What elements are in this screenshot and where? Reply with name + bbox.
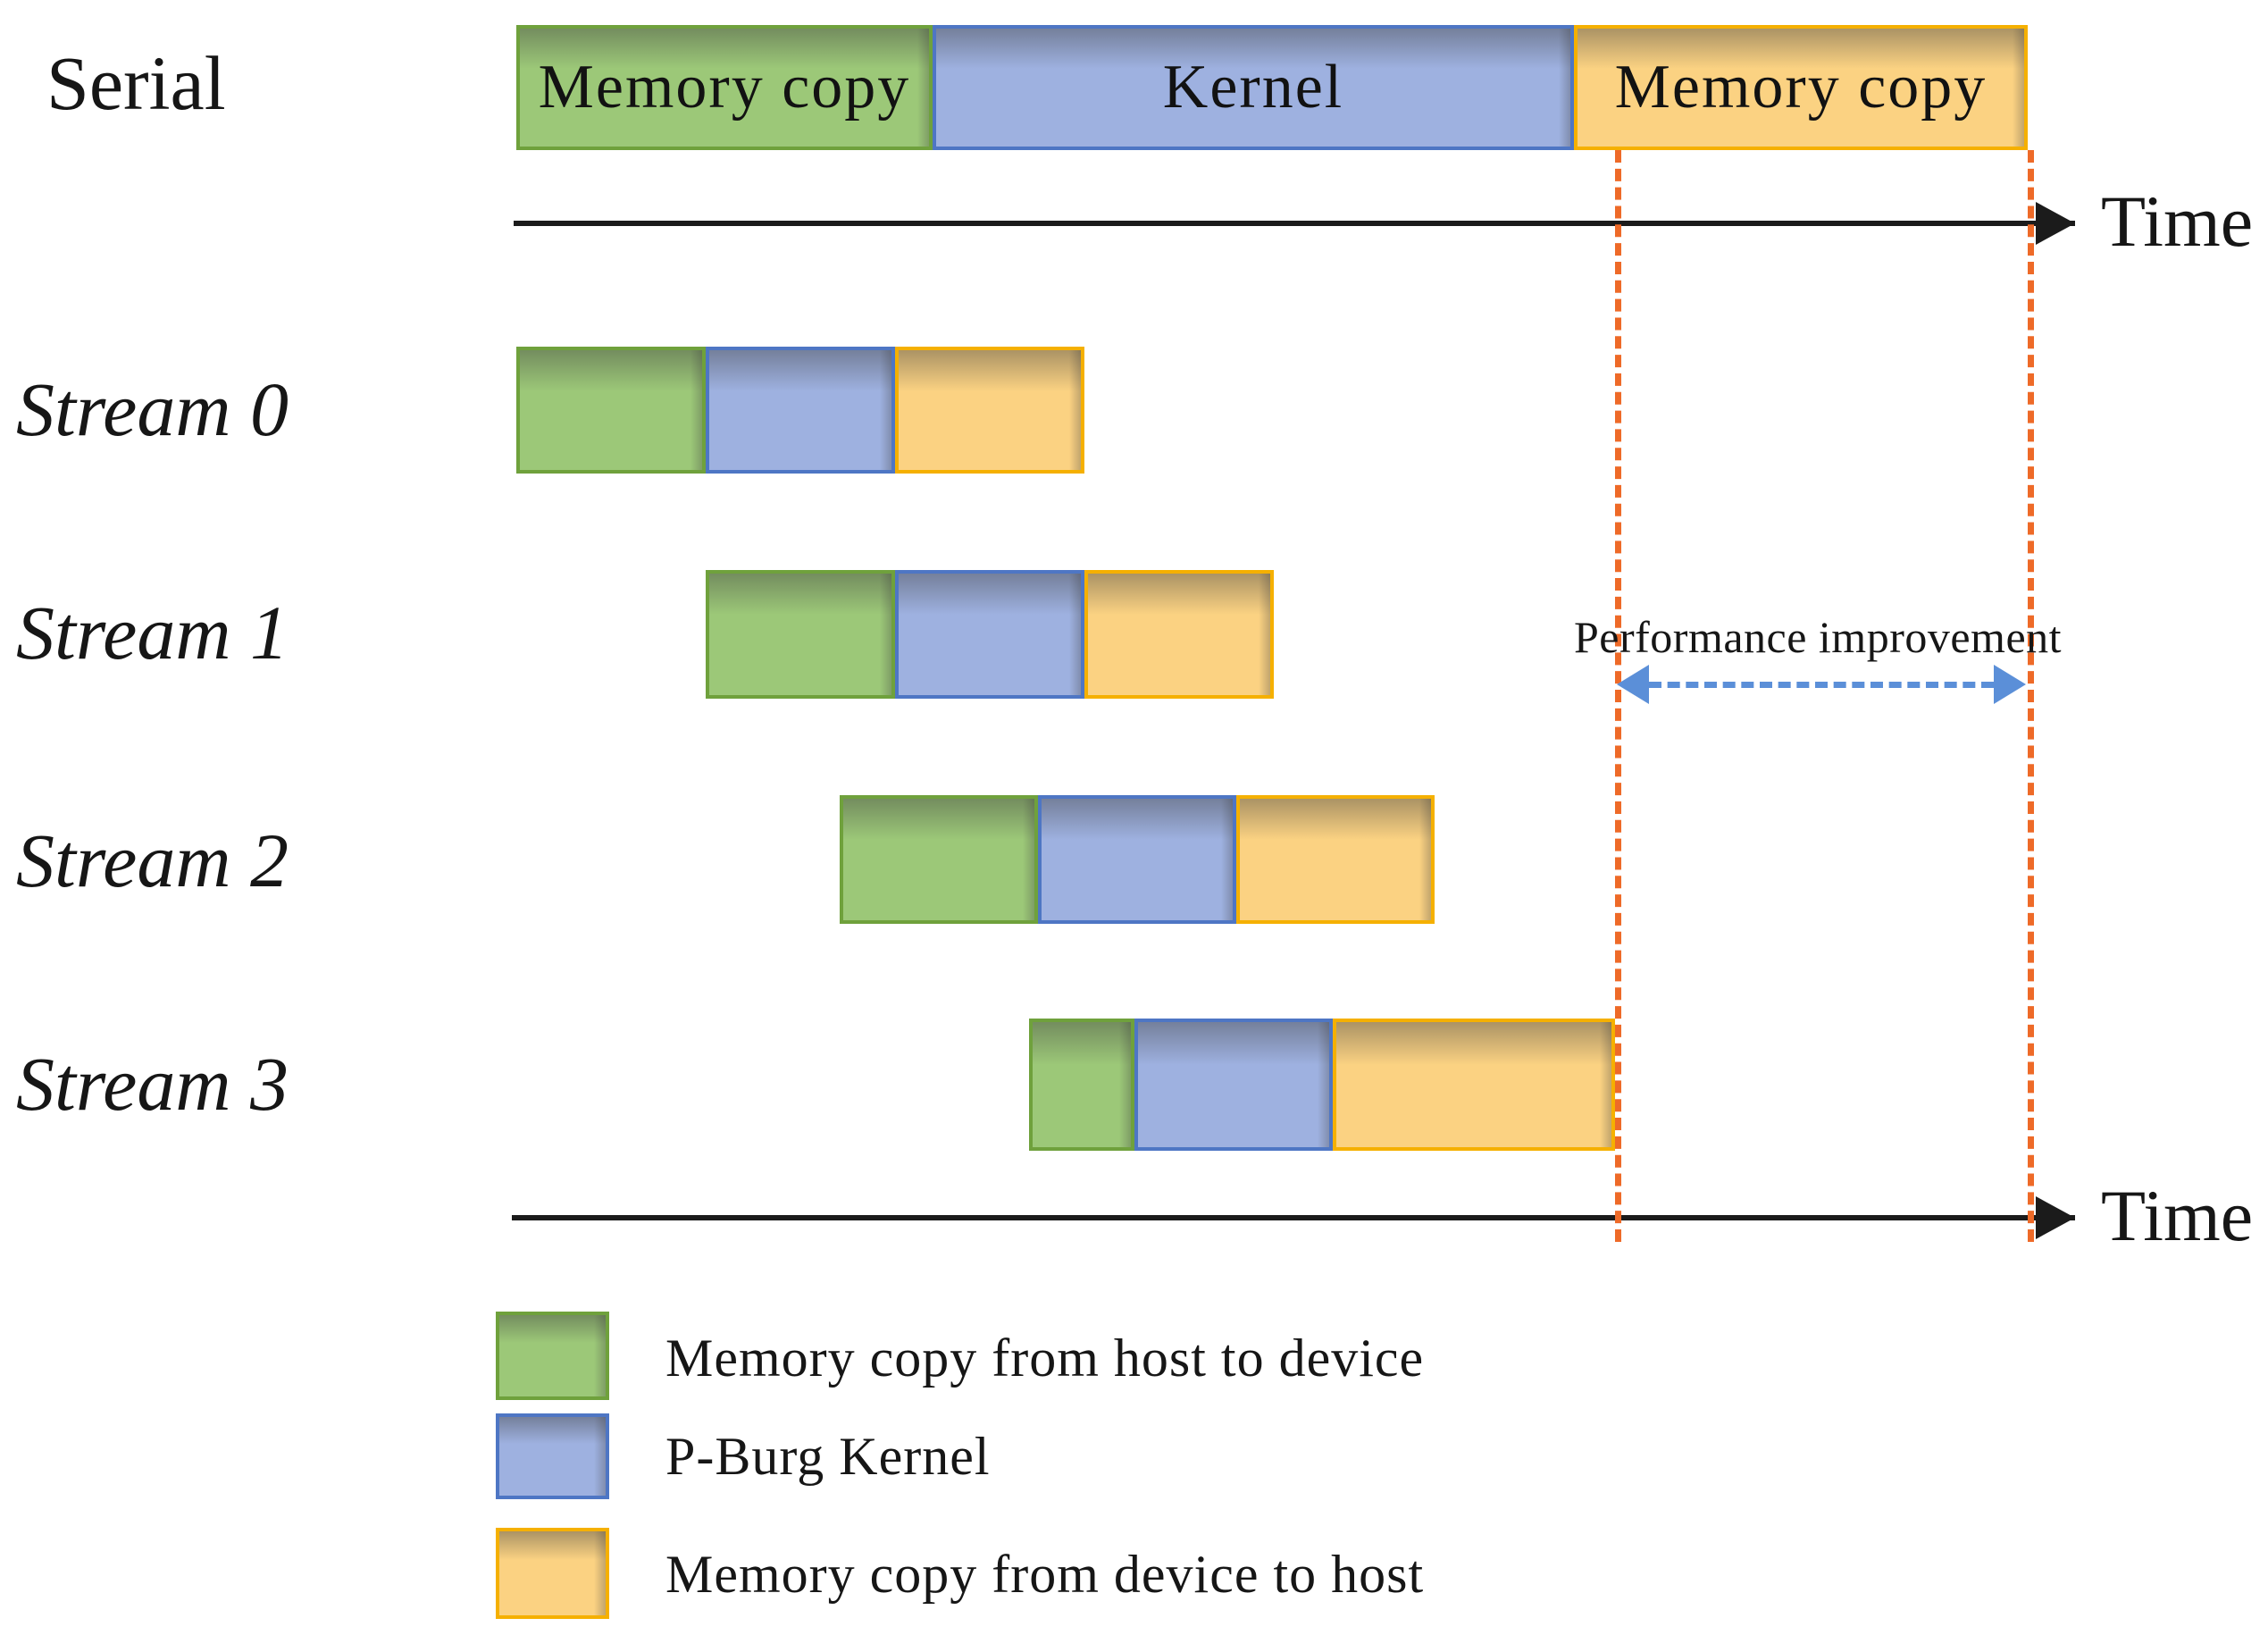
stream0-block-kernel xyxy=(706,347,895,474)
legend-swatch-memcopy-d2h xyxy=(496,1528,609,1619)
bottom-time-axis-arrowhead xyxy=(2036,1196,2075,1239)
bottom-time-axis-caption: Time xyxy=(2101,1175,2254,1256)
serial-block-memcopy-d2h: Memory copy xyxy=(1574,25,2028,150)
serial-block-memcopy-d2h-label: Memory copy xyxy=(1614,53,1988,122)
serial-block-kernel: Kernel xyxy=(933,25,1574,150)
stream3-block-memcopy-h2d xyxy=(1029,1019,1134,1151)
stream3-block-memcopy-d2h xyxy=(1333,1019,1615,1151)
stream2-block-memcopy-h2d xyxy=(840,795,1038,924)
stream1-block-memcopy-d2h xyxy=(1084,570,1274,699)
serial-block-kernel-label: Kernel xyxy=(1162,53,1344,122)
performance-improvement-arrow-left-head xyxy=(1617,665,1649,704)
stream2-block-kernel xyxy=(1038,795,1236,924)
stream1-block-memcopy-h2d xyxy=(706,570,895,699)
row-label-stream-1: Stream 1 xyxy=(16,590,289,675)
performance-improvement-arrow-right-head xyxy=(1994,665,2026,704)
row-label-stream-0: Stream 0 xyxy=(16,366,289,452)
stream1-block-kernel xyxy=(895,570,1084,699)
stream0-block-memcopy-d2h xyxy=(895,347,1084,474)
legend-swatch-kernel xyxy=(496,1413,609,1499)
performance-improvement-arrow-line xyxy=(1649,682,1994,688)
legend-label-memcopy-d2h: Memory copy from device to host xyxy=(665,1545,1425,1604)
row-label-serial: Serial xyxy=(46,40,226,126)
serial-block-memcopy-h2d: Memory copy xyxy=(516,25,933,150)
serial-block-memcopy-h2d-label: Memory copy xyxy=(538,53,911,122)
stream3-block-kernel xyxy=(1134,1019,1333,1151)
performance-improvement-label: Performance improvement xyxy=(1574,612,2063,662)
row-label-stream-3: Stream 3 xyxy=(16,1041,289,1127)
stream0-block-memcopy-h2d xyxy=(516,347,706,474)
legend-label-memcopy-h2d: Memory copy from host to device xyxy=(665,1329,1425,1388)
top-time-axis-arrowhead xyxy=(2036,202,2075,245)
bottom-time-axis-line xyxy=(512,1215,2075,1220)
row-label-stream-2: Stream 2 xyxy=(16,818,289,903)
stream2-block-memcopy-d2h xyxy=(1236,795,1435,924)
legend-label-kernel: P-Burg Kernel xyxy=(665,1427,991,1486)
guide-line-serial-finish xyxy=(2028,150,2034,1242)
top-time-axis-line xyxy=(514,221,2075,226)
top-time-axis-caption: Time xyxy=(2101,180,2254,262)
legend-swatch-memcopy-h2d xyxy=(496,1312,609,1400)
